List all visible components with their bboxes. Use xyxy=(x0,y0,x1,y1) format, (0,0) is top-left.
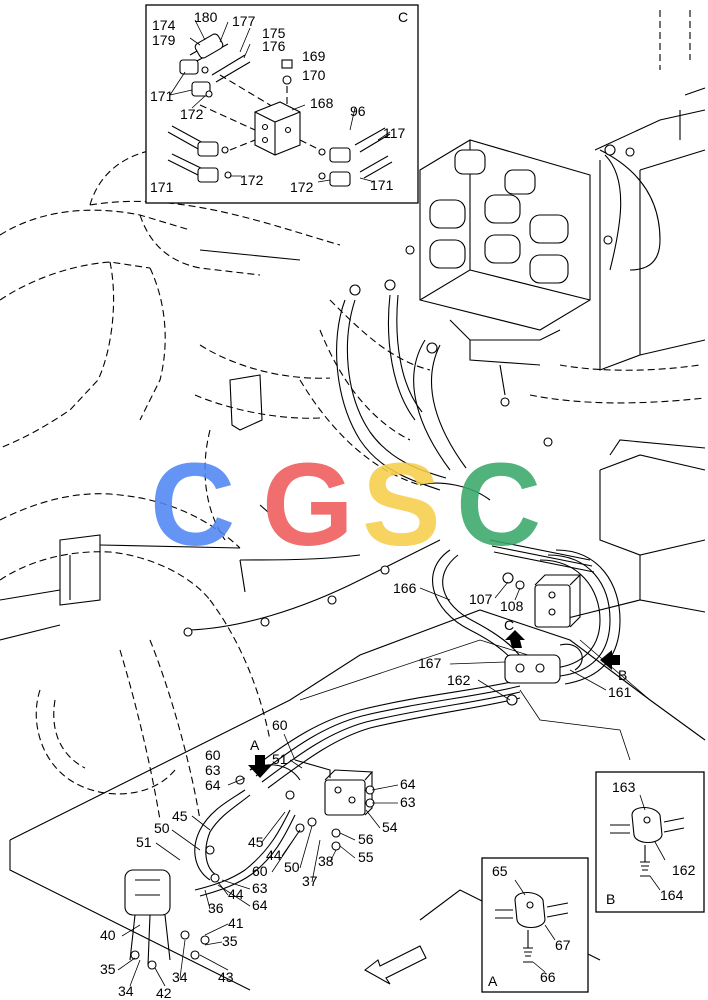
part-number: 45 xyxy=(248,834,264,850)
detail-c-box xyxy=(145,4,419,204)
leader-lines xyxy=(117,581,607,987)
part-number: 37 xyxy=(302,873,318,889)
view-a-label: A xyxy=(250,737,260,753)
part-number: 177 xyxy=(232,13,256,29)
watermark-letter: C xyxy=(456,439,541,571)
part-number: 64 xyxy=(252,897,268,913)
view-b-arrow-icon xyxy=(600,650,620,670)
part-number: 174 xyxy=(152,17,176,33)
part-number: 171 xyxy=(370,177,394,193)
part-number: 172 xyxy=(180,106,204,122)
cgsc-watermark: C G S C xyxy=(150,439,541,571)
part-number: 50 xyxy=(154,820,170,836)
part-number: 107 xyxy=(469,591,493,607)
part-number: 168 xyxy=(310,95,334,111)
part-number: 170 xyxy=(302,67,326,83)
part-number: 180 xyxy=(194,9,218,25)
part-number: 60 xyxy=(205,747,221,763)
part-number: 50 xyxy=(284,859,300,875)
detail-c-title: C xyxy=(398,9,408,25)
part-number: 44 xyxy=(266,847,282,863)
view-b-label: B xyxy=(618,667,627,683)
part-number: 38 xyxy=(318,853,334,869)
part-number: 108 xyxy=(500,598,524,614)
front-direction-arrow-icon xyxy=(364,945,427,985)
view-arrows xyxy=(248,630,620,985)
detail-b-box xyxy=(595,771,705,913)
part-number: 117 xyxy=(383,125,406,141)
part-number: 42 xyxy=(156,985,172,1000)
control-valve-assembly xyxy=(349,139,661,447)
watermark-letter: S xyxy=(362,439,441,571)
watermark-letter: C xyxy=(150,439,235,571)
detail-b-title: B xyxy=(606,891,615,907)
main-part-labels: 166 107 108 167 162 161 60 51 60 63 64 6… xyxy=(100,580,632,1000)
part-number: 34 xyxy=(118,983,134,999)
part-number: 162 xyxy=(672,862,696,878)
part-number: 167 xyxy=(418,655,442,671)
detail-a-labels: A 65 67 66 xyxy=(488,863,571,989)
part-number: 166 xyxy=(393,580,417,596)
part-number: 35 xyxy=(100,961,116,977)
detail-b-labels: B 163 162 164 xyxy=(606,779,696,907)
part-number: 56 xyxy=(358,831,374,847)
part-number: 60 xyxy=(252,863,268,879)
lower-valve-cluster xyxy=(124,759,375,970)
part-number: 65 xyxy=(492,863,508,879)
part-number: 63 xyxy=(400,794,416,810)
part-number: 172 xyxy=(240,172,264,188)
part-number: 163 xyxy=(612,779,636,795)
part-number: 51 xyxy=(272,751,288,767)
part-number: 35 xyxy=(222,933,238,949)
part-number: 172 xyxy=(290,179,314,195)
part-number: 162 xyxy=(447,672,471,688)
watermark-letter: G xyxy=(262,439,354,571)
part-number: 60 xyxy=(272,717,288,733)
part-number: 41 xyxy=(228,915,244,931)
part-number: 179 xyxy=(152,32,176,48)
part-number: 43 xyxy=(218,969,234,985)
part-number: 64 xyxy=(400,776,416,792)
view-c-label: C xyxy=(504,617,514,633)
part-number: 66 xyxy=(540,969,556,985)
part-number: 169 xyxy=(302,48,326,64)
machine-frame-drawing xyxy=(0,10,706,991)
part-number: 44 xyxy=(228,886,244,902)
part-number: 171 xyxy=(150,88,174,104)
part-number: 161 xyxy=(608,684,632,700)
part-number: 171 xyxy=(150,179,174,195)
part-number: 63 xyxy=(205,762,221,778)
detail-a-title: A xyxy=(488,973,498,989)
part-number: 55 xyxy=(358,849,374,865)
view-c-arrow-icon xyxy=(505,630,525,648)
part-number: 67 xyxy=(555,937,571,953)
hose-bundle xyxy=(183,482,621,789)
part-number: 176 xyxy=(262,38,286,54)
part-number: 96 xyxy=(350,103,366,119)
detail-c-labels: C 174 179 180 177 175 176 169 170 171 17… xyxy=(150,9,408,195)
part-number: 51 xyxy=(136,834,152,850)
part-number: 45 xyxy=(172,808,188,824)
part-number: 164 xyxy=(660,887,684,903)
part-number: 64 xyxy=(205,777,221,793)
main-view-labels: C B A xyxy=(250,617,627,753)
view-a-arrow-icon xyxy=(248,755,272,778)
part-number: 63 xyxy=(252,880,268,896)
part-number: 36 xyxy=(208,900,224,916)
detail-a-box xyxy=(481,857,589,993)
part-number: 54 xyxy=(382,819,398,835)
part-number: 175 xyxy=(262,25,286,41)
part-number: 40 xyxy=(100,927,116,943)
